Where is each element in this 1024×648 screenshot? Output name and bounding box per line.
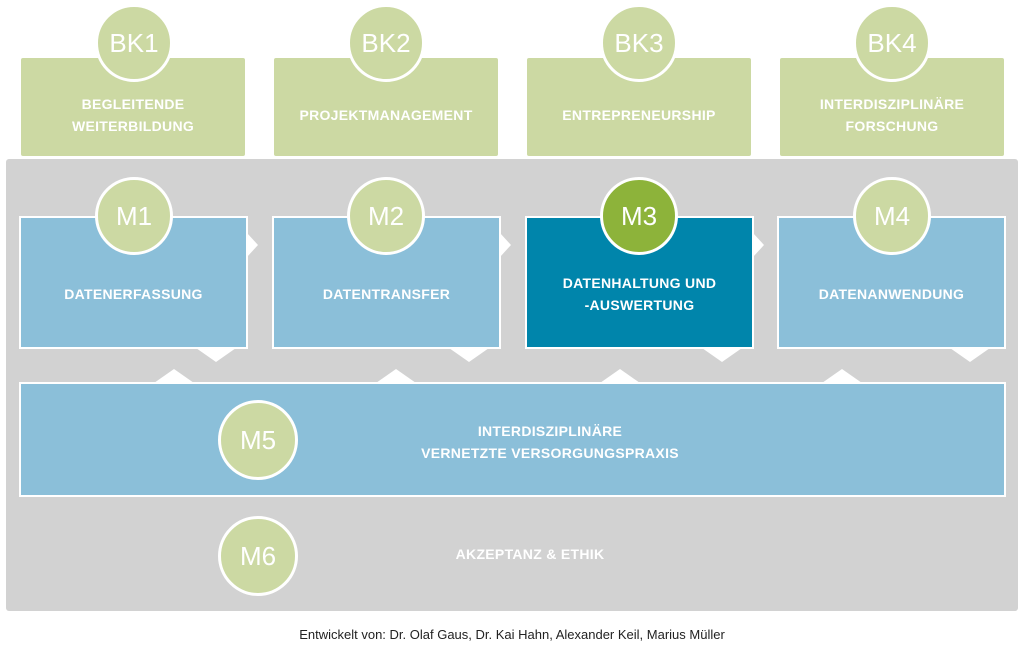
- arrow-down-icon: [702, 348, 742, 362]
- module-m4-label: DATENANWENDUNG: [818, 285, 965, 302]
- arrow-right-icon: [247, 233, 258, 257]
- arrow-up-icon: [600, 369, 640, 383]
- arrow-right-icon: [500, 233, 511, 257]
- module-m3-badge: M3: [600, 177, 678, 255]
- arrow-up-icon: [822, 369, 862, 383]
- arrow-up-icon: [154, 369, 194, 383]
- bk3-label: ENTREPRENEURSHIP: [562, 107, 716, 123]
- arrow-down-icon: [449, 348, 489, 362]
- bk1-label: BEGLEITENDE WEITERBILDUNG: [71, 96, 195, 134]
- arrow-down-icon: [950, 348, 990, 362]
- module-m1-label: DATENERFASSUNG: [64, 285, 203, 302]
- module-m5-box: [19, 382, 1006, 497]
- module-m4-badge: M4: [853, 177, 931, 255]
- arrow-up-icon: [376, 369, 416, 383]
- bk4-box: INTERDISZIPLINÄRE FORSCHUNG: [780, 58, 1004, 156]
- bk2-badge: BK2: [347, 4, 425, 82]
- module-m1-badge: M1: [95, 177, 173, 255]
- module-m3-label: DATENHALTUNG UND -AUSWERTUNG: [562, 274, 717, 313]
- bk2-box: PROJEKTMANAGEMENT: [274, 58, 498, 156]
- bk4-label: INTERDISZIPLINÄRE FORSCHUNG: [819, 96, 965, 134]
- bk4-badge: BK4: [853, 4, 931, 82]
- module-m2-label: DATENTRANSFER: [322, 285, 451, 302]
- bk2-label: PROJEKTMANAGEMENT: [299, 107, 473, 123]
- bk3-badge: BK3: [600, 4, 678, 82]
- bk3-box: ENTREPRENEURSHIP: [527, 58, 751, 156]
- arrow-right-icon: [753, 233, 764, 257]
- module-m6-label: AKZEPTANZ & ETHIK: [455, 546, 605, 562]
- module-m6-badge: M6: [218, 516, 298, 596]
- module-m2-badge: M2: [347, 177, 425, 255]
- bk1-badge: BK1: [95, 4, 173, 82]
- module-m5-label: INTERDISZIPLINÄRE VERNETZTE VERSORGUNGSP…: [421, 423, 679, 461]
- module-m5-badge: M5: [218, 400, 298, 480]
- credit-line: Entwickelt von: Dr. Olaf Gaus, Dr. Kai H…: [299, 627, 725, 642]
- arrow-down-icon: [196, 348, 236, 362]
